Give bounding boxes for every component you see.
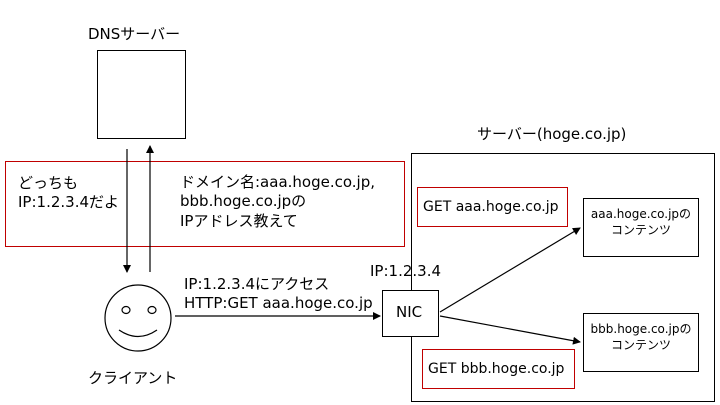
content-aaa-label: aaa.hoge.co.jpの コンテンツ	[583, 207, 699, 238]
dns-query-text: ドメイン名:aaa.hoge.co.jp, bbb.hoge.co.jpの IP…	[180, 173, 375, 230]
dns-query-line-2: bbb.hoge.co.jpの	[180, 192, 307, 211]
client-label: クライアント	[88, 369, 178, 387]
dns-reply-line-2: IP:1.2.3.4だよ	[18, 193, 120, 212]
dns-query-line-1: ドメイン名:aaa.hoge.co.jp,	[180, 173, 375, 191]
dns-server-label: DNSサーバー	[88, 25, 181, 43]
dns-reply-line-1: どっちも	[18, 174, 79, 192]
client-access-text: IP:1.2.3.4にアクセス HTTP:GET aaa.hoge.co.jp	[184, 275, 373, 313]
content-aaa-box	[583, 198, 699, 257]
client-smiley-icon	[104, 284, 172, 352]
content-aaa-line-1: aaa.hoge.co.jpの	[590, 207, 692, 221]
nic-label: NIC	[396, 303, 423, 321]
dns-query-line-3: IPアドレス教えて	[180, 211, 298, 230]
nic-to-bbb-arrow	[439, 315, 581, 345]
dns-server-box	[97, 50, 186, 139]
content-bbb-line-2: コンテンツ	[610, 337, 671, 352]
client-access-line-2: HTTP:GET aaa.hoge.co.jp	[184, 294, 373, 313]
nic-ip-label: IP:1.2.3.4	[370, 262, 442, 280]
client-access-line-1: IP:1.2.3.4にアクセス	[184, 275, 330, 293]
nic-to-aaa-arrow	[439, 227, 581, 313]
get-aaa-label: GET aaa.hoge.co.jp	[423, 199, 559, 215]
get-bbb-request	[422, 349, 575, 389]
server-title: サーバー(hoge.co.jp)	[477, 125, 627, 143]
get-bbb-label: GET bbb.hoge.co.jp	[428, 361, 565, 377]
content-bbb-box	[583, 313, 699, 372]
content-aaa-line-2: コンテンツ	[610, 222, 671, 237]
get-aaa-request	[417, 187, 568, 227]
dns-exchange-box	[5, 161, 405, 247]
nic-box	[382, 290, 439, 337]
content-bbb-line-1: bbb.hoge.co.jpの	[590, 322, 692, 336]
content-bbb-label: bbb.hoge.co.jpの コンテンツ	[583, 322, 699, 353]
dns-reply-text: どっちも IP:1.2.3.4だよ	[18, 174, 120, 212]
